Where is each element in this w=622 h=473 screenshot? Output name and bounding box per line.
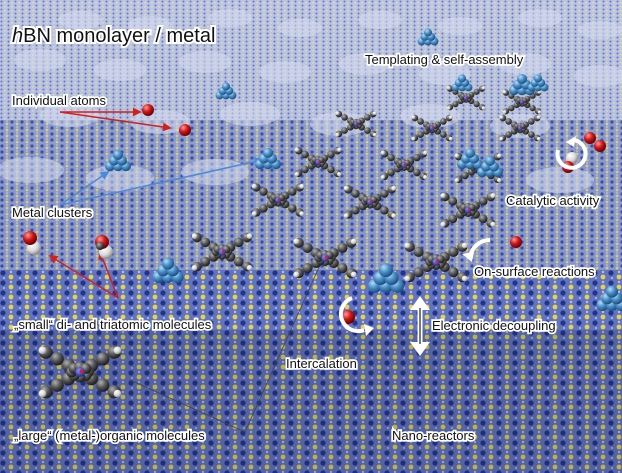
metal-cluster xyxy=(596,285,622,312)
porphyrin-molecule xyxy=(404,241,468,283)
atom-arrows xyxy=(48,107,172,299)
arrow-head-icon xyxy=(566,136,576,147)
porphyrin-molecule xyxy=(191,232,253,272)
metal-cluster xyxy=(152,257,184,284)
process-arrows xyxy=(338,136,588,336)
title-label: hBN monolayer / metal xyxy=(12,25,215,47)
porphyrin-molecule xyxy=(446,85,486,111)
metal-cluster xyxy=(215,82,237,100)
metal-clusters xyxy=(105,28,622,312)
connector-lines xyxy=(129,264,321,433)
atom-red-1 xyxy=(142,104,154,116)
metal-cluster xyxy=(105,150,131,172)
large-molecules-label: „large“ (metal-)organic molecules xyxy=(14,428,205,443)
metal-cluster xyxy=(367,263,405,293)
porphyrin-molecules xyxy=(38,85,542,399)
arrow-head-icon xyxy=(462,252,474,262)
porphyrin-molecule xyxy=(335,110,377,138)
porphyrin-molecule xyxy=(411,114,453,142)
metal-cluster xyxy=(457,148,483,170)
templating-label: Templating & self-assembly xyxy=(365,52,524,67)
porphyrin-molecule xyxy=(502,89,542,115)
electronic-decoupling-label: Electronic decoupling xyxy=(432,318,556,333)
co-molecule-right xyxy=(95,235,113,259)
porphyrin-molecule xyxy=(38,345,122,399)
small-molecules-label: „small“ di- and triatomic molecules xyxy=(14,317,212,332)
porphyrin-molecule xyxy=(343,185,397,219)
porphyrin-molecule xyxy=(380,150,428,180)
porphyrin-molecule xyxy=(251,183,305,217)
porphyrin-molecule xyxy=(440,192,496,228)
on-surface-reactions-label: On-surface reactions xyxy=(474,264,595,279)
reaction-atom xyxy=(510,236,522,248)
porphyrin-molecule xyxy=(294,147,342,177)
nano-reactors-label: Nano-reactors xyxy=(392,428,475,443)
metal-cluster xyxy=(417,28,439,46)
small-molecules xyxy=(23,104,606,324)
arrow-head-icon xyxy=(364,324,374,336)
porphyrin-molecule xyxy=(499,114,541,142)
cluster-arrows xyxy=(59,157,264,206)
metal-cluster xyxy=(451,74,473,92)
catalytic-activity-label: Catalytic activity xyxy=(506,193,600,208)
porphyrin-molecule xyxy=(293,237,357,279)
individual-atoms-label: Individual atoms xyxy=(12,93,106,108)
metal-cluster xyxy=(477,156,503,178)
clockwise-arrow-icon xyxy=(555,138,588,170)
double-headed-arrow-icon xyxy=(410,296,430,356)
intercalation-atom xyxy=(341,310,355,324)
metal-clusters-label: Metal clusters xyxy=(12,205,93,220)
clockwise-arrow-icon xyxy=(338,296,365,334)
intercalation-label: Intercalation xyxy=(286,356,357,371)
atom-red-2 xyxy=(179,124,191,136)
co-molecule-left xyxy=(23,231,41,255)
metal-cluster xyxy=(255,148,281,170)
labels: hBN monolayer / metal Templating & self-… xyxy=(10,23,601,445)
metal-cluster xyxy=(527,74,549,92)
